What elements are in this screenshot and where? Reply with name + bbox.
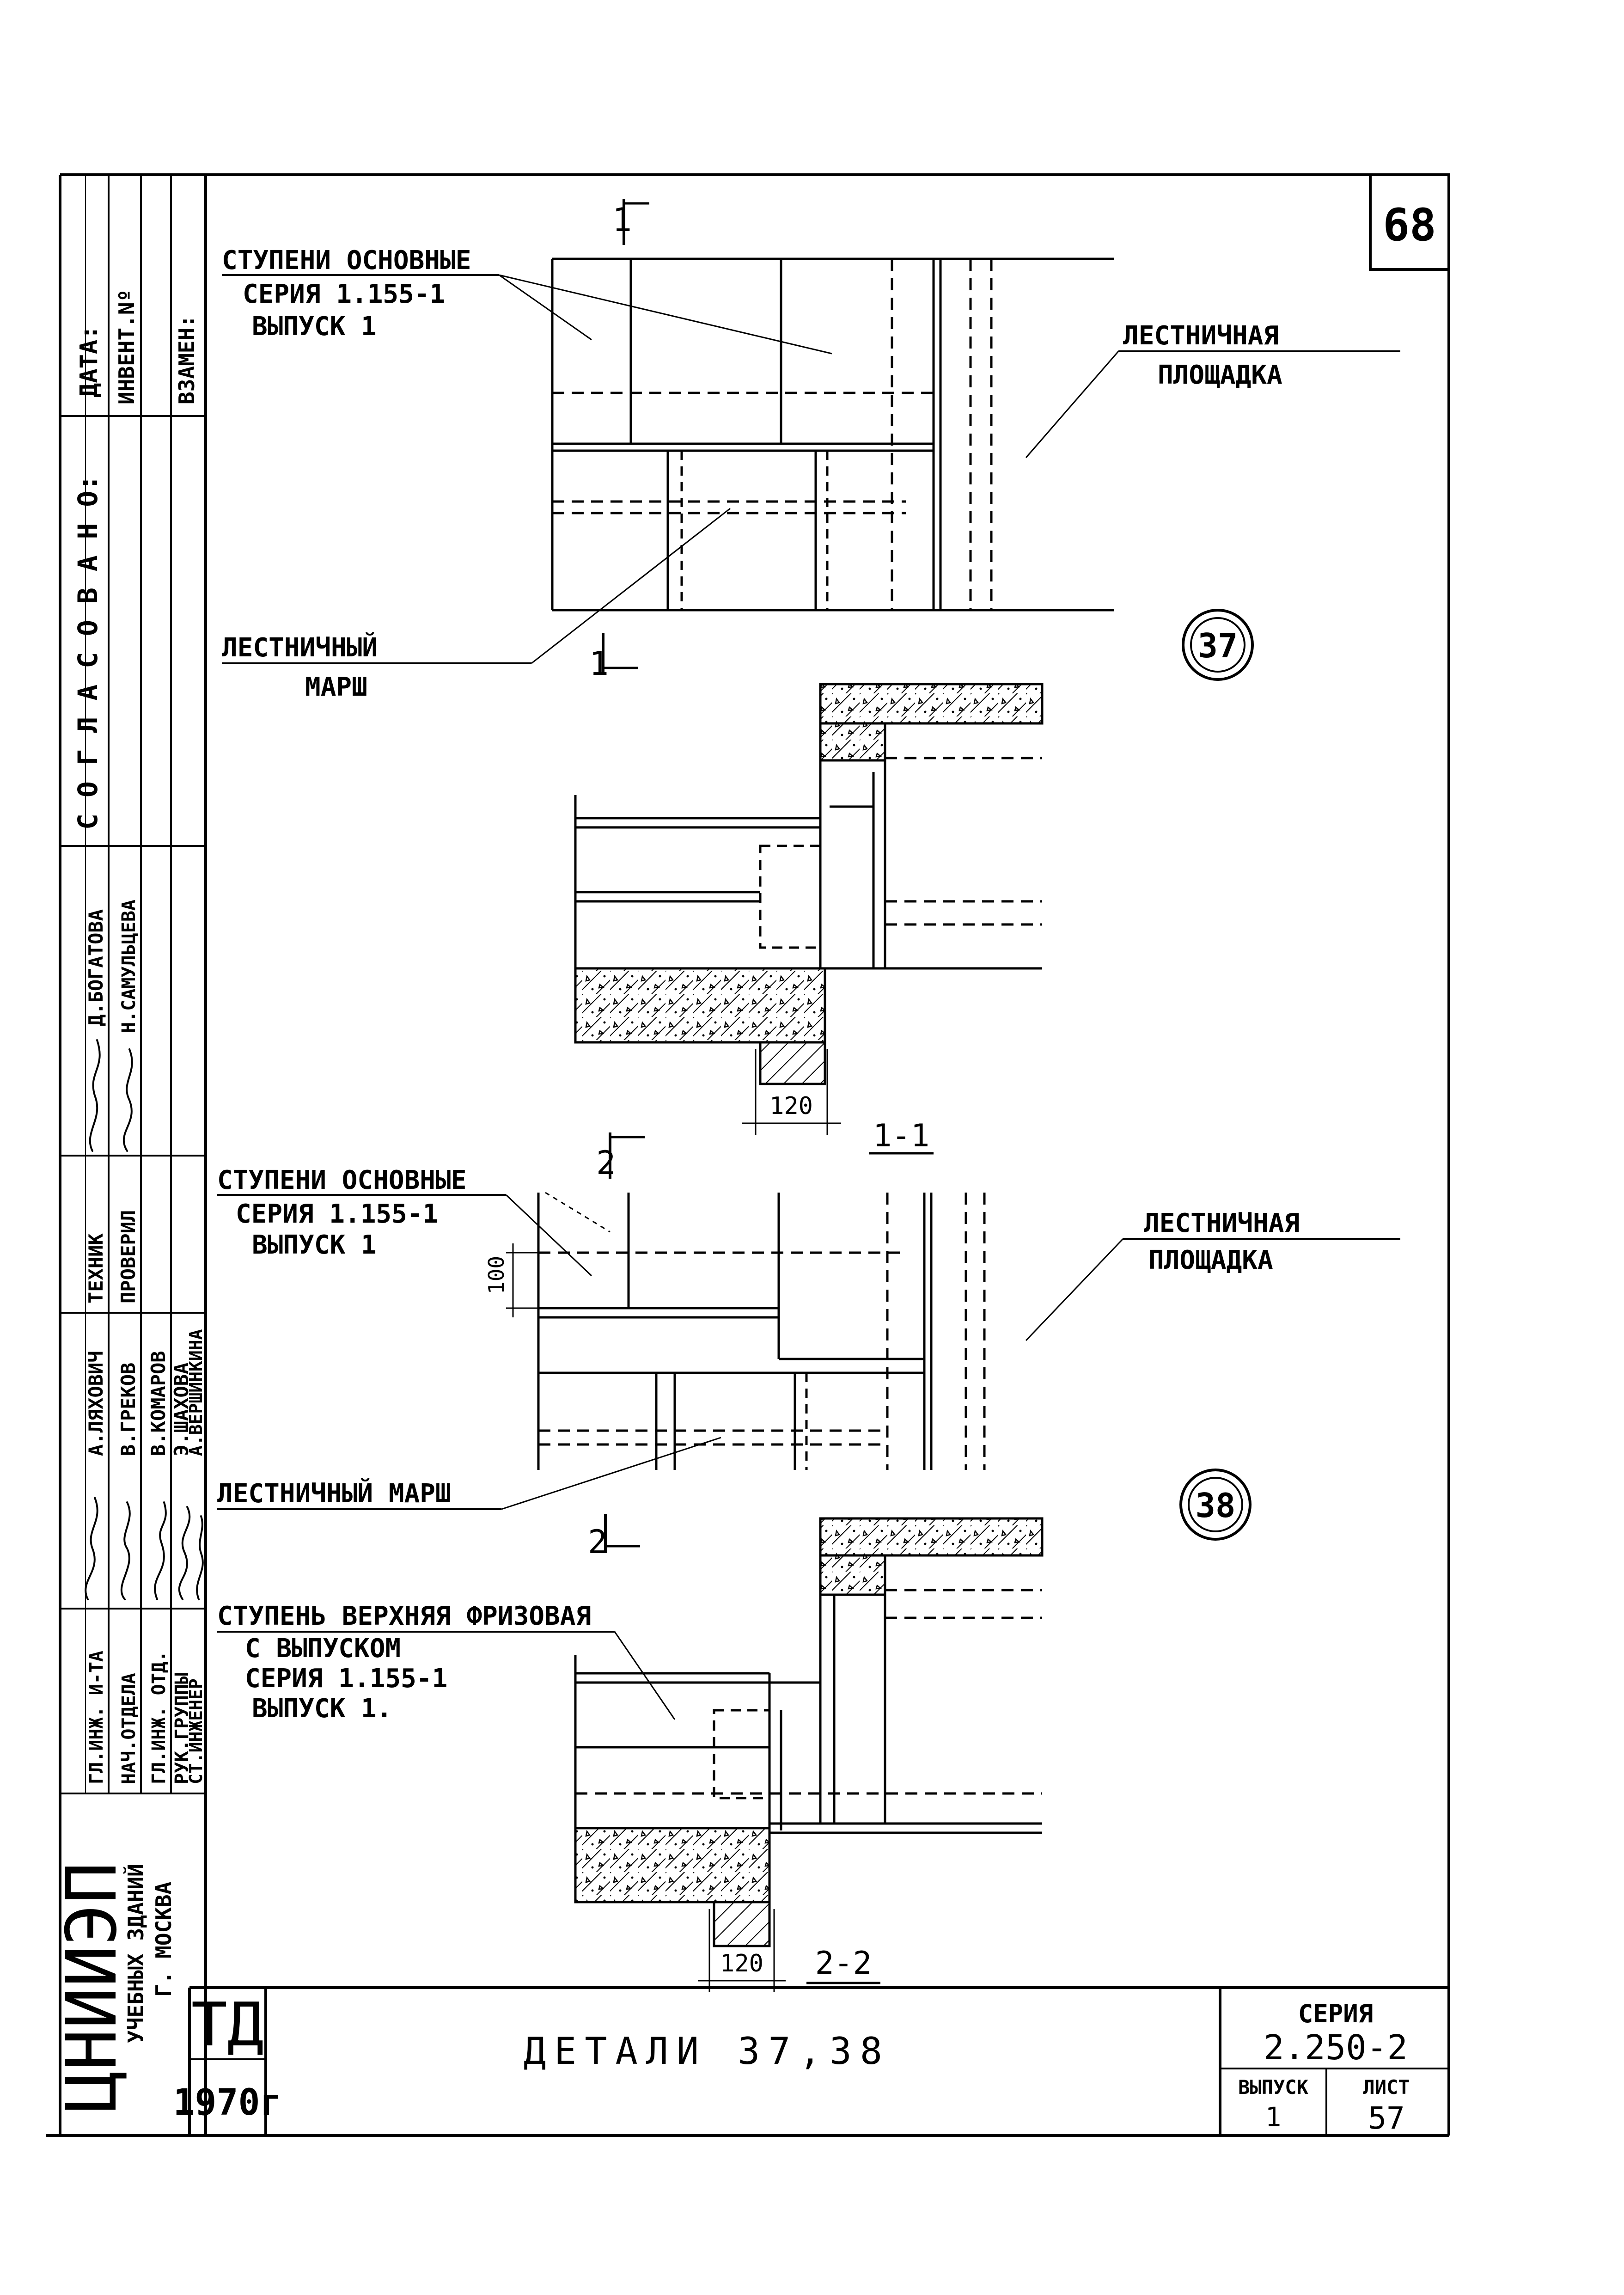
detail38-top-step-label-3: СЕРИЯ 1.155-1 [245,1664,447,1694]
stamp-name-1a: А.ЛЯХОВИЧ [85,1351,107,1456]
stamp-role-4: РУК.ГРУППЫ [171,1673,193,1784]
stamp-role-2a: НАЧ.ОТДЕЛА [118,1673,140,1784]
detail38-marker-number: 38 [1196,1486,1236,1525]
sheet-number: 68 [1383,199,1436,251]
detail37-plan [222,199,1400,675]
detail37-flight-label-2: МАРШ [305,672,367,702]
detail38-landing-label-1: ЛЕСТНИЧНАЯ [1144,1208,1300,1238]
detail37-marker-number: 37 [1198,626,1238,665]
detail37-marker [1182,609,1254,681]
stamp-name-2a: В.ГРЕКОВ [117,1363,140,1456]
issue-label: ВЫПУСК [1238,2076,1308,2099]
detail38-top-step-label-1: СТУПЕНЬ ВЕРХНЯЯ ФРИЗОВАЯ [217,1601,591,1631]
detail38-marker [1179,1469,1252,1541]
stamp-role-1a: ГЛ.ИНЖ. И-ТА [86,1651,107,1784]
detail38-section-mark-top: 2 [596,1144,616,1182]
stamp-role-3: ГЛ.ИНЖ. ОТД. [148,1651,170,1784]
stamp-name-4: Э.ШАХОВА [170,1363,193,1456]
org-name: ЦНИИЭП [52,1862,132,2112]
stamp-role-1b: ТЕХНИК [85,1233,107,1304]
title-block-code: ТД [191,1989,264,2060]
detail38-section [574,1517,1044,1992]
detail37-section-mark-top: 1 [612,201,632,239]
org-sub-1: УЧЕБНЫХ ЗДАНИЙ [123,1864,148,2043]
detail37-steps-label-1: СТУПЕНИ ОСНОВНЫЕ [222,245,471,275]
stamp-name-5: А.ВЕРШИНКИНА [186,1329,206,1456]
detail38-plan [217,1132,1400,1720]
detail38-flight-label: ЛЕСТНИЧНЫЙ МАРШ [217,1478,451,1509]
stamp-name-3: В.КОМАРОВ [147,1351,170,1456]
detail37-section-title: 1-1 [873,1118,930,1154]
detail37-dim-120: 120 [769,1092,813,1120]
detail38-dim-100: 100 [484,1256,509,1294]
detail37-landing-label-1: ЛЕСТНИЧНАЯ [1123,321,1279,351]
stamp-replace-label: ВЗАМЕН: [174,315,199,404]
detail37-section-mark-bottom: 1 [589,645,609,683]
detail38-steps-label-2: СЕРИЯ 1.155-1 [236,1199,438,1229]
detail37-section [574,683,1044,1155]
sheet-label: ЛИСТ [1363,2076,1410,2099]
stamp-inv-label: ИНВЕНТ.Nº [114,289,139,404]
detail38-section-mark-bottom: 2 [588,1523,607,1561]
series-label: СЕРИЯ [1298,1999,1374,2028]
stamp-name-2b: Н.САМУЛЬЦЕВА [118,900,140,1033]
signatures [85,1039,204,1600]
drawing-title: ДЕТАЛИ 37,38 [524,2030,891,2073]
stamp-role-5: СТ.ИНЖЕНЕР [186,1678,206,1784]
stamp-grid [60,175,206,1794]
sheet-value: 57 [1368,2100,1404,2136]
stamp-role-2b: ПРОВЕРИЛ [117,1210,140,1304]
series-value: 2.250-2 [1264,2028,1408,2068]
detail38-dim-120: 120 [720,1950,763,1977]
detail37-steps-label-2: СЕРИЯ 1.155-1 [243,279,445,309]
detail38-top-step-label-4: ВЫПУСК 1. [252,1694,392,1724]
stamp-name-1b: Д.БОГАТОВА [85,909,107,1026]
org-sub-2: Г. МОСКВА [151,1882,176,1997]
stamp-date-label: ДАТА: [75,325,103,398]
detail37-landing-label-2: ПЛОЩАДКА [1158,360,1282,390]
title-block-grid [188,1986,1449,2136]
detail38-steps-label-1: СТУПЕНИ ОСНОВНЫЕ [217,1165,466,1195]
issue-value: 1 [1265,2101,1282,2133]
detail38-steps-label-3: ВЫПУСК 1 [252,1230,377,1260]
title-block-year: 1970г [173,2082,282,2124]
detail38-top-step-label-2: С ВЫПУСКОМ [245,1634,401,1664]
stamp-agreed-label: С О Г Л А С О В А Н О: [72,475,104,830]
detail38-landing-label-2: ПЛОЩАДКА [1148,1245,1273,1275]
detail37-steps-label-3: ВЫПУСК 1 [252,312,377,342]
detail38-section-title: 2-2 [815,1945,872,1982]
detail37-flight-label-1: ЛЕСТНИЧНЫЙ [222,632,378,663]
